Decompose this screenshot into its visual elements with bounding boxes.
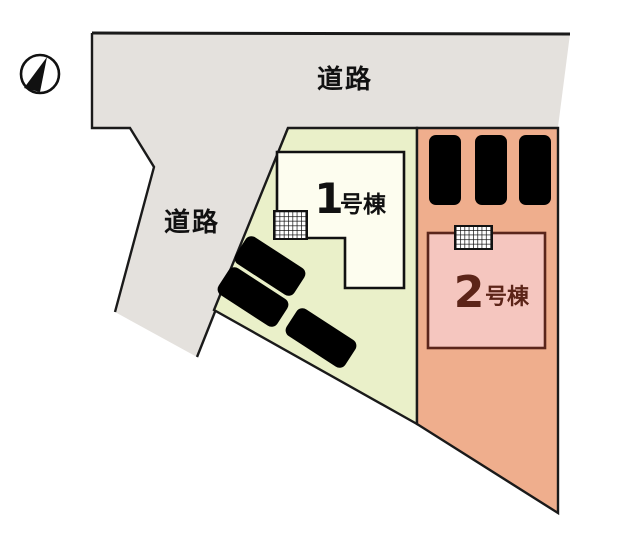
compass-icon	[19, 53, 61, 95]
road-left-label: 道路	[164, 207, 220, 238]
building-1-suffix: 号棟	[340, 192, 387, 218]
road-top-label: 道路	[317, 64, 373, 95]
road-top-border	[91, 31, 571, 36]
car-lot2-1	[429, 135, 461, 205]
hatched-area-2	[454, 225, 493, 250]
car-lot2-3	[519, 135, 551, 205]
road-area	[92, 33, 570, 357]
building-2-footprint	[426, 231, 547, 350]
hatched-area-1	[273, 210, 308, 240]
building-1-number: 1	[314, 174, 343, 223]
building-2-suffix: 号棟	[485, 284, 530, 310]
building-2-number: 2	[454, 267, 485, 318]
car-lot2-2	[475, 135, 507, 205]
road-left-border	[90, 33, 156, 313]
